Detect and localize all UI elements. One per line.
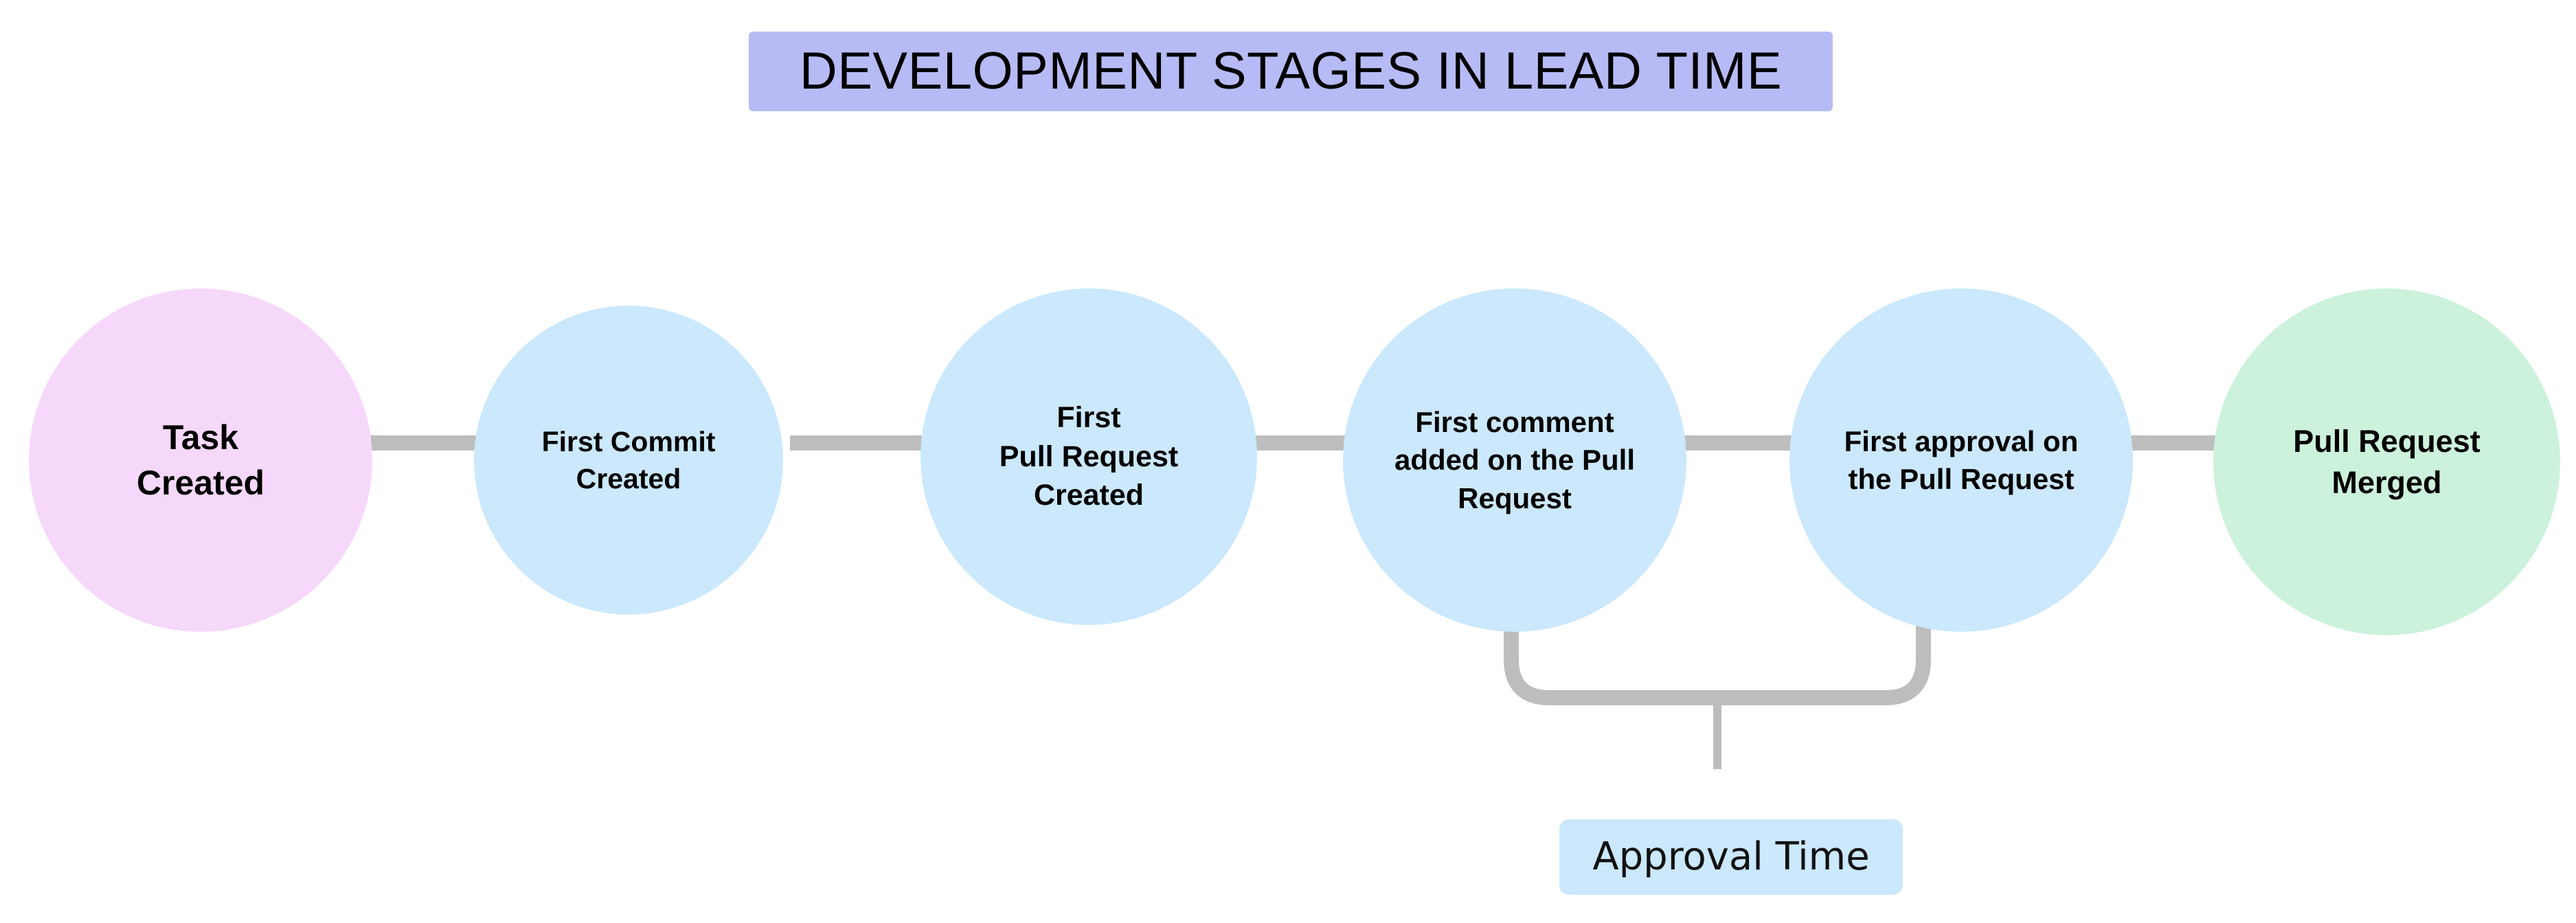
node-pull-request-merged[interactable]: Pull Request Merged — [2213, 288, 2560, 635]
approval-time-bracket — [1504, 563, 1931, 769]
node-first-commit-created[interactable]: First Commit Created — [474, 306, 783, 615]
node-first-comment-on-pull-request[interactable]: First comment added on the Pull Request — [1343, 288, 1686, 632]
node-label: First comment added on the Pull Request — [1394, 405, 1635, 514]
approval-time-chip[interactable]: Approval Time — [1559, 819, 1903, 895]
page-title: DEVELOPMENT STAGES IN LEAD TIME — [799, 42, 1783, 100]
node-label: Pull Request Merged — [2293, 424, 2481, 500]
node-label: First Commit Created — [541, 425, 716, 494]
node-label: First Pull Request Created — [999, 400, 1179, 512]
diagram-title-banner: DEVELOPMENT STAGES IN LEAD TIME — [749, 32, 1833, 111]
node-label: First approval on the Pull Request — [1844, 424, 2079, 495]
node-label: Task Created — [136, 418, 265, 502]
approval-time-label: Approval Time — [1592, 834, 1870, 879]
node-task-created[interactable]: Task Created — [29, 288, 372, 632]
node-first-approval-on-pull-request[interactable]: First approval on the Pull Request — [1789, 288, 2133, 632]
node-first-pull-request-created[interactable]: First Pull Request Created — [920, 288, 1257, 625]
